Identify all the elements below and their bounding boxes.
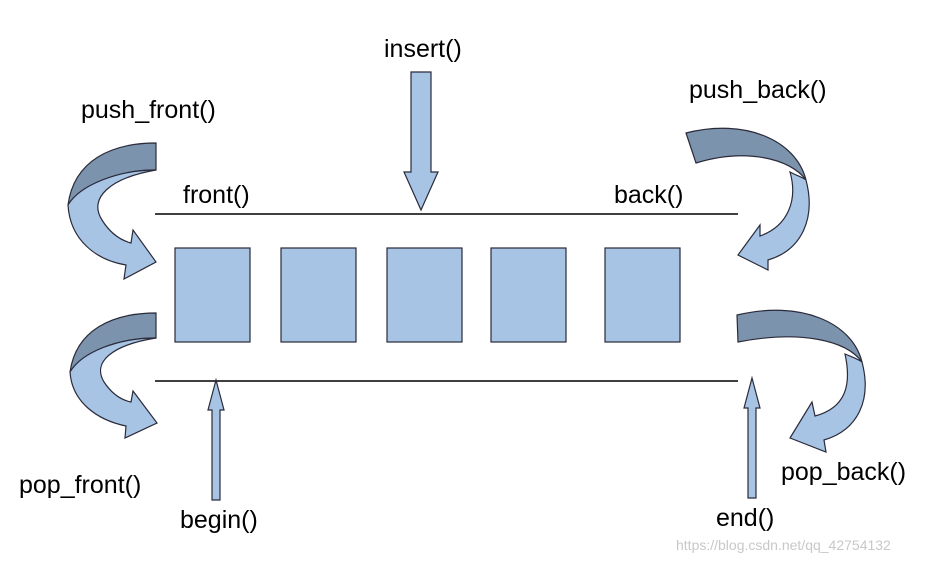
element-1 bbox=[174, 247, 251, 343]
element-2 bbox=[280, 247, 357, 343]
pop-back-label: pop_back() bbox=[781, 458, 907, 486]
push-back-arrow bbox=[685, 127, 810, 271]
element-4 bbox=[490, 247, 567, 343]
end-arrow bbox=[743, 375, 761, 499]
front-label: front() bbox=[183, 181, 250, 209]
push-front-arrow bbox=[67, 142, 157, 281]
begin-label: begin() bbox=[180, 506, 258, 534]
watermark: https://blog.csdn.net/qq_42754132 bbox=[676, 537, 891, 553]
element-3 bbox=[386, 247, 463, 343]
pop-front-arrow bbox=[69, 312, 158, 439]
insert-arrow bbox=[403, 71, 439, 212]
element-5 bbox=[604, 247, 681, 343]
deque-elements bbox=[174, 247, 681, 343]
end-label: end() bbox=[716, 504, 775, 532]
back-label: back() bbox=[614, 181, 684, 209]
push-back-label: push_back() bbox=[689, 76, 827, 104]
push-front-label: push_front() bbox=[81, 96, 216, 124]
begin-arrow bbox=[207, 377, 225, 501]
insert-label: insert() bbox=[384, 35, 462, 63]
pop-back-arrow bbox=[736, 309, 866, 453]
pop-front-label: pop_front() bbox=[19, 471, 142, 499]
